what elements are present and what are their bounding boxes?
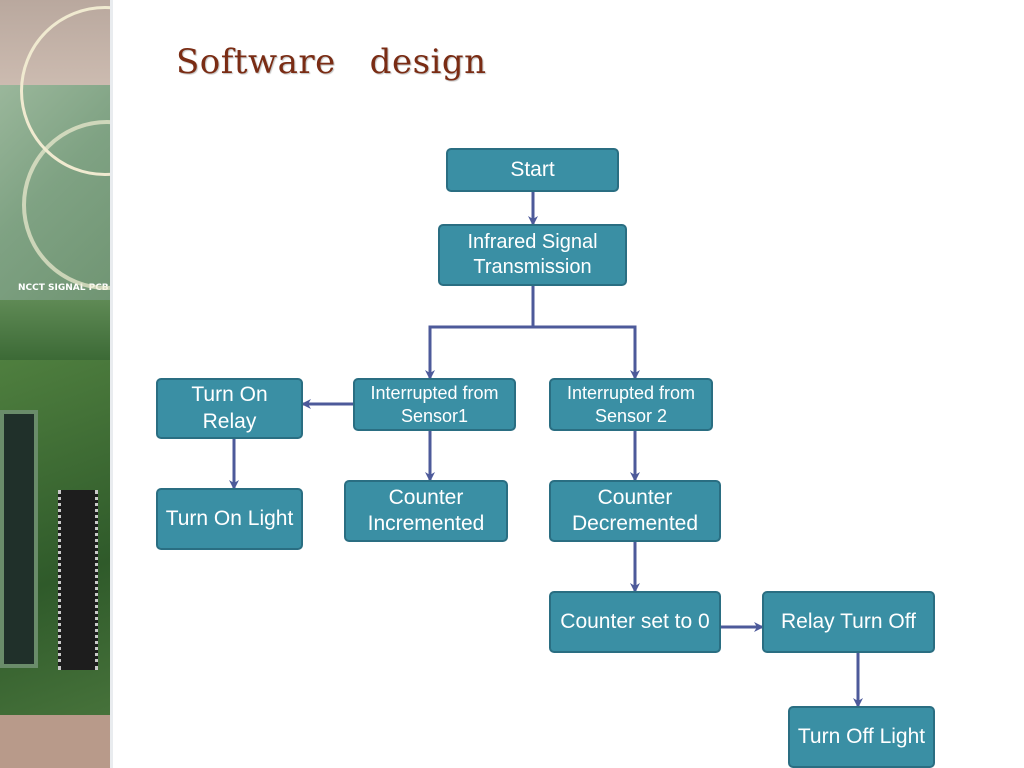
flow-node-counter-decremented: Counter Decremented bbox=[549, 480, 721, 542]
flow-node-counter-incremented: Counter Incremented bbox=[344, 480, 508, 542]
flow-node-turn-on-light: Turn On Light bbox=[156, 488, 303, 550]
circuit-board-photo: NCCT SIGNAL PCB bbox=[0, 0, 113, 768]
flow-node-interrupted-from-sensor2: Interrupted from Sensor 2 bbox=[549, 378, 713, 431]
flow-node-start: Start bbox=[446, 148, 619, 192]
ic-chip-image bbox=[58, 490, 98, 670]
flow-node-counter-set-to-0: Counter set to 0 bbox=[549, 591, 721, 653]
slide-title: Software design bbox=[176, 42, 487, 82]
flow-node-turn-off-light: Turn Off Light bbox=[788, 706, 935, 768]
connector-ir-to-int1 bbox=[425, 286, 535, 380]
flow-node-infrared-signal-transmission: Infrared Signal Transmission bbox=[438, 224, 627, 286]
flow-node-interrupted-from-sensor1: Interrupted from Sensor1 bbox=[353, 378, 516, 431]
flow-node-relay-turn-off: Relay Turn Off bbox=[762, 591, 935, 653]
board-label: NCCT SIGNAL PCB bbox=[18, 283, 109, 293]
connector-ir-to-int2 bbox=[533, 325, 640, 380]
lcd-display-image bbox=[0, 410, 38, 668]
flow-node-turn-on-relay: Turn On Relay bbox=[156, 378, 303, 439]
